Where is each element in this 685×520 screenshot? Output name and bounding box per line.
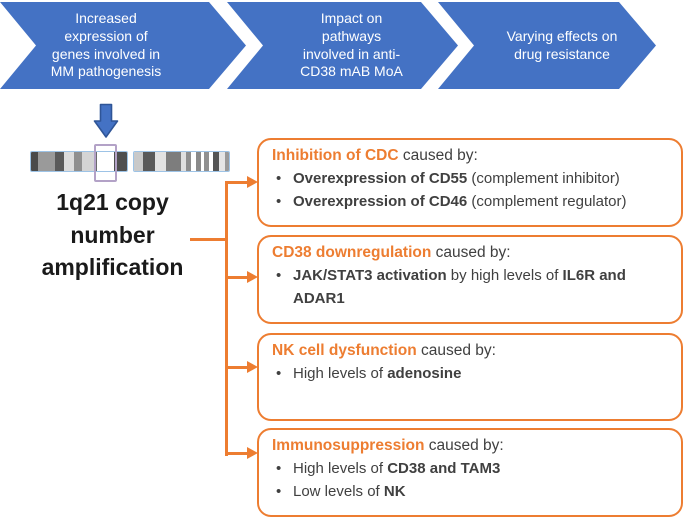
chromosome-band [154, 152, 167, 171]
box-title-suffix: caused by: [424, 437, 504, 454]
bullet-item: Overexpression of CD55 (complement inhib… [272, 168, 671, 191]
chromosome-band [114, 152, 127, 171]
connector-trunk [225, 181, 228, 456]
chevron-step-2-label: Impact on pathways involved in anti-CD38… [300, 9, 403, 80]
connector-stub [190, 238, 228, 241]
chromosome-band [209, 152, 214, 171]
left-title: 1q21 copy number amplification [41, 189, 184, 281]
chromosome-band [74, 152, 82, 171]
bullet-emphasis-text: adenosine [387, 365, 462, 383]
chevron-step-3: Varying effects on drug resistance [438, 2, 656, 89]
bullet-item: Low levels of NK [272, 481, 671, 504]
box-title-suffix: caused by: [416, 342, 496, 359]
connector-branch-3 [225, 366, 248, 369]
box-title-term: Immunosuppression [272, 437, 425, 454]
box-title-term: CD38 downregulation [272, 244, 432, 261]
chromosome-band [213, 152, 220, 171]
chevron-step-1-label: Increased expression of genes involved i… [50, 9, 162, 80]
chromosome-band [185, 152, 191, 171]
box-title-term: Inhibition of CDC [272, 147, 399, 164]
box-title: Inhibition of CDC caused by: [272, 145, 671, 167]
down-arrow-icon [93, 103, 119, 138]
chromosome-band [200, 152, 205, 171]
chromosome-band [181, 152, 186, 171]
bullet-emphasis-text: Overexpression of CD55 [293, 170, 468, 188]
bullet-item: High levels of CD38 and TAM3 [272, 458, 671, 481]
chromosome-band [55, 152, 64, 171]
chromosome-q-arm [133, 151, 230, 172]
bullet-list: High levels of adenosine [272, 363, 671, 386]
bullet-list: Overexpression of CD55 (complement inhib… [272, 168, 671, 213]
chromosome-band [166, 152, 181, 171]
box-immunosuppression: Immunosuppression caused by: High levels… [257, 428, 683, 517]
chromosome-band [190, 152, 196, 171]
connector-branch-2 [225, 276, 248, 279]
chromosome-band [142, 152, 155, 171]
connector-branch-1 [225, 181, 248, 184]
connector-branch-4 [225, 452, 248, 455]
bullet-list: High levels of CD38 and TAM3Low levels o… [272, 458, 671, 503]
chromosome-band [38, 152, 55, 171]
box-title-suffix: caused by: [431, 244, 511, 261]
bullet-text: Low levels of [293, 482, 384, 500]
chromosome-band [31, 152, 38, 171]
bullet-text: by high levels of [446, 267, 563, 285]
bullet-text: High levels of [293, 365, 388, 383]
chevron-step-3-label: Varying effects on drug resistance [506, 27, 618, 62]
box-title: NK cell dysfunction caused by: [272, 340, 671, 362]
arrowhead-icon [247, 447, 258, 459]
box-inhibition-of-cdc: Inhibition of CDC caused by: Overexpress… [257, 138, 683, 227]
bullet-text: High levels of [293, 460, 388, 478]
arrowhead-icon [247, 271, 258, 283]
chromosome-band [219, 152, 226, 171]
bullet-item: Overexpression of CD46 (complement regul… [272, 191, 671, 214]
chromosome-band [97, 152, 114, 171]
bullet-text: (complement regulator) [467, 192, 627, 210]
chromosome-band [64, 152, 74, 171]
box-title: Immunosuppression caused by: [272, 435, 671, 457]
arrowhead-icon [247, 361, 258, 373]
chevron-step-2: Impact on pathways involved in anti-CD38… [227, 2, 458, 89]
arrowhead-icon [247, 176, 258, 188]
bullet-text: (complement inhibitor) [467, 170, 620, 188]
bullet-item: High levels of adenosine [272, 363, 671, 386]
box-title: CD38 downregulation caused by: [272, 242, 671, 264]
chromosome-band [225, 152, 229, 171]
chromosome-p-arm [30, 151, 128, 172]
bullet-emphasis-text: JAK/STAT3 activation [293, 267, 447, 285]
chromosome-1q21-highlight [94, 144, 117, 182]
chevron-step-1: Increased expression of genes involved i… [0, 2, 246, 89]
chromosome-band [134, 152, 143, 171]
bullet-list: JAK/STAT3 activation by high levels of I… [272, 265, 671, 310]
bullet-emphasis-text: NK [383, 482, 406, 500]
box-nk-cell-dysfunction: NK cell dysfunction caused by: High leve… [257, 333, 683, 421]
bullet-emphasis-text: IL6R and ADAR1 [293, 267, 626, 307]
box-title-suffix: caused by: [398, 147, 478, 164]
bullet-emphasis-text: CD38 and TAM3 [387, 460, 501, 478]
chromosome-band [195, 152, 201, 171]
chromosome-band [82, 152, 94, 171]
bullet-emphasis-text: Overexpression of CD46 [293, 192, 468, 210]
chromosome-ideogram [30, 144, 230, 182]
box-title-term: NK cell dysfunction [272, 342, 417, 359]
bullet-item: JAK/STAT3 activation by high levels of I… [272, 265, 671, 310]
box-cd38-downregulation: CD38 downregulation caused by: JAK/STAT3… [257, 235, 683, 324]
chromosome-band [204, 152, 210, 171]
